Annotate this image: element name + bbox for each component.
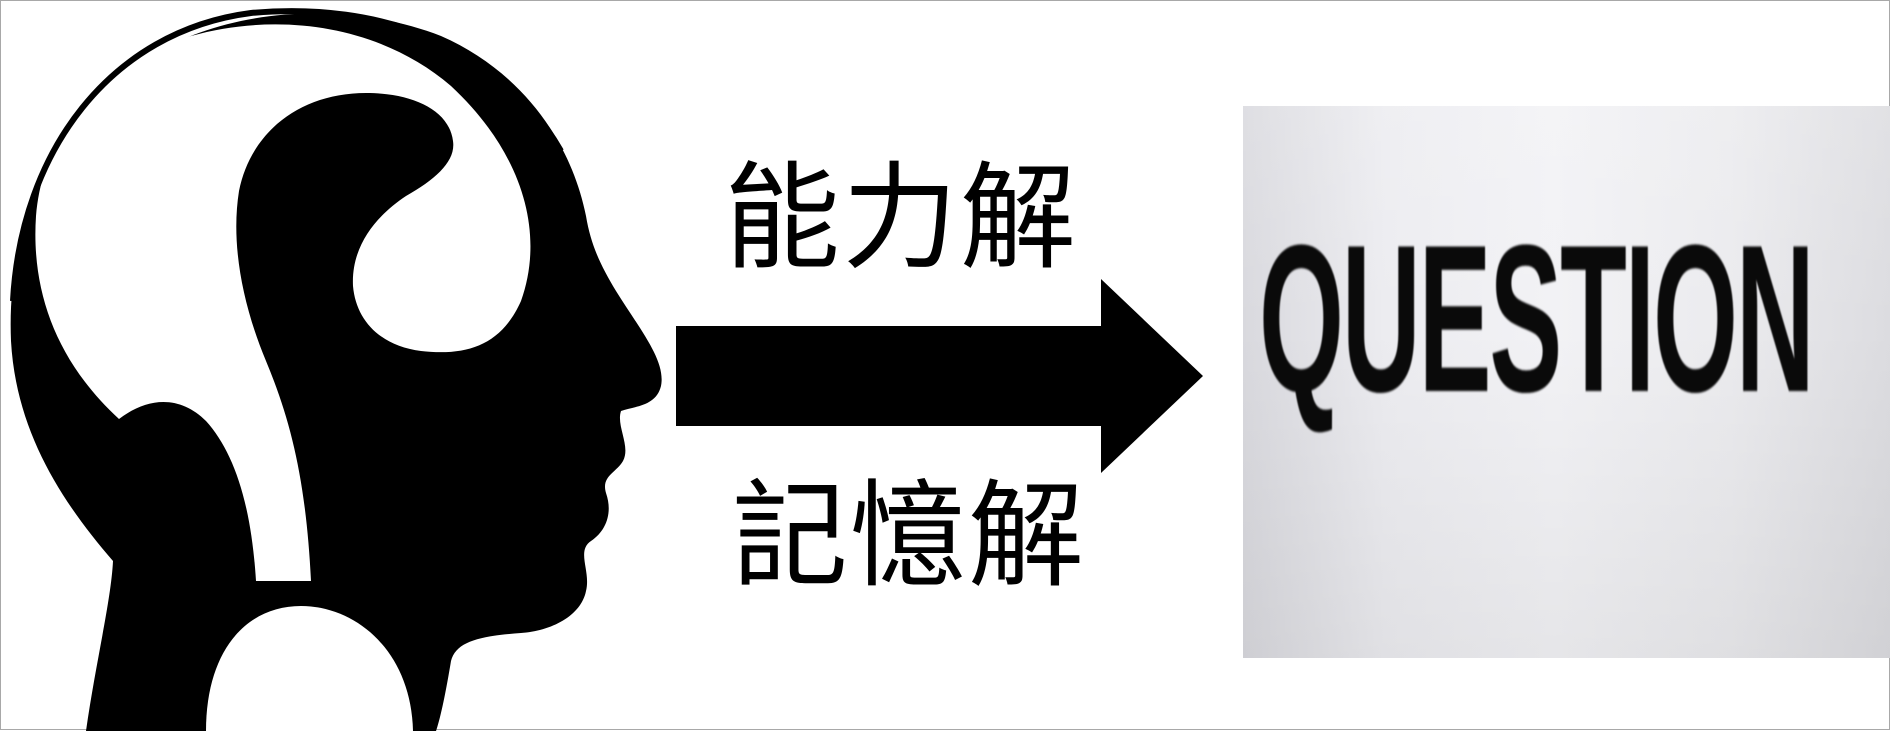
head-outline-arc (10, 8, 564, 302)
question-mark-hook (35, 24, 531, 581)
question-mark-dot (206, 606, 413, 731)
right-arrow-icon (676, 279, 1203, 473)
head-with-question-mark-icon (10, 8, 662, 731)
question-image-panel: QUESTION (1243, 106, 1890, 658)
lower-arrow-label: 記憶解 (732, 469, 1086, 604)
upper-arrow-label: 能力解 (724, 151, 1078, 286)
arrow-shape (676, 279, 1203, 473)
question-word: QUESTION (1259, 201, 1815, 436)
